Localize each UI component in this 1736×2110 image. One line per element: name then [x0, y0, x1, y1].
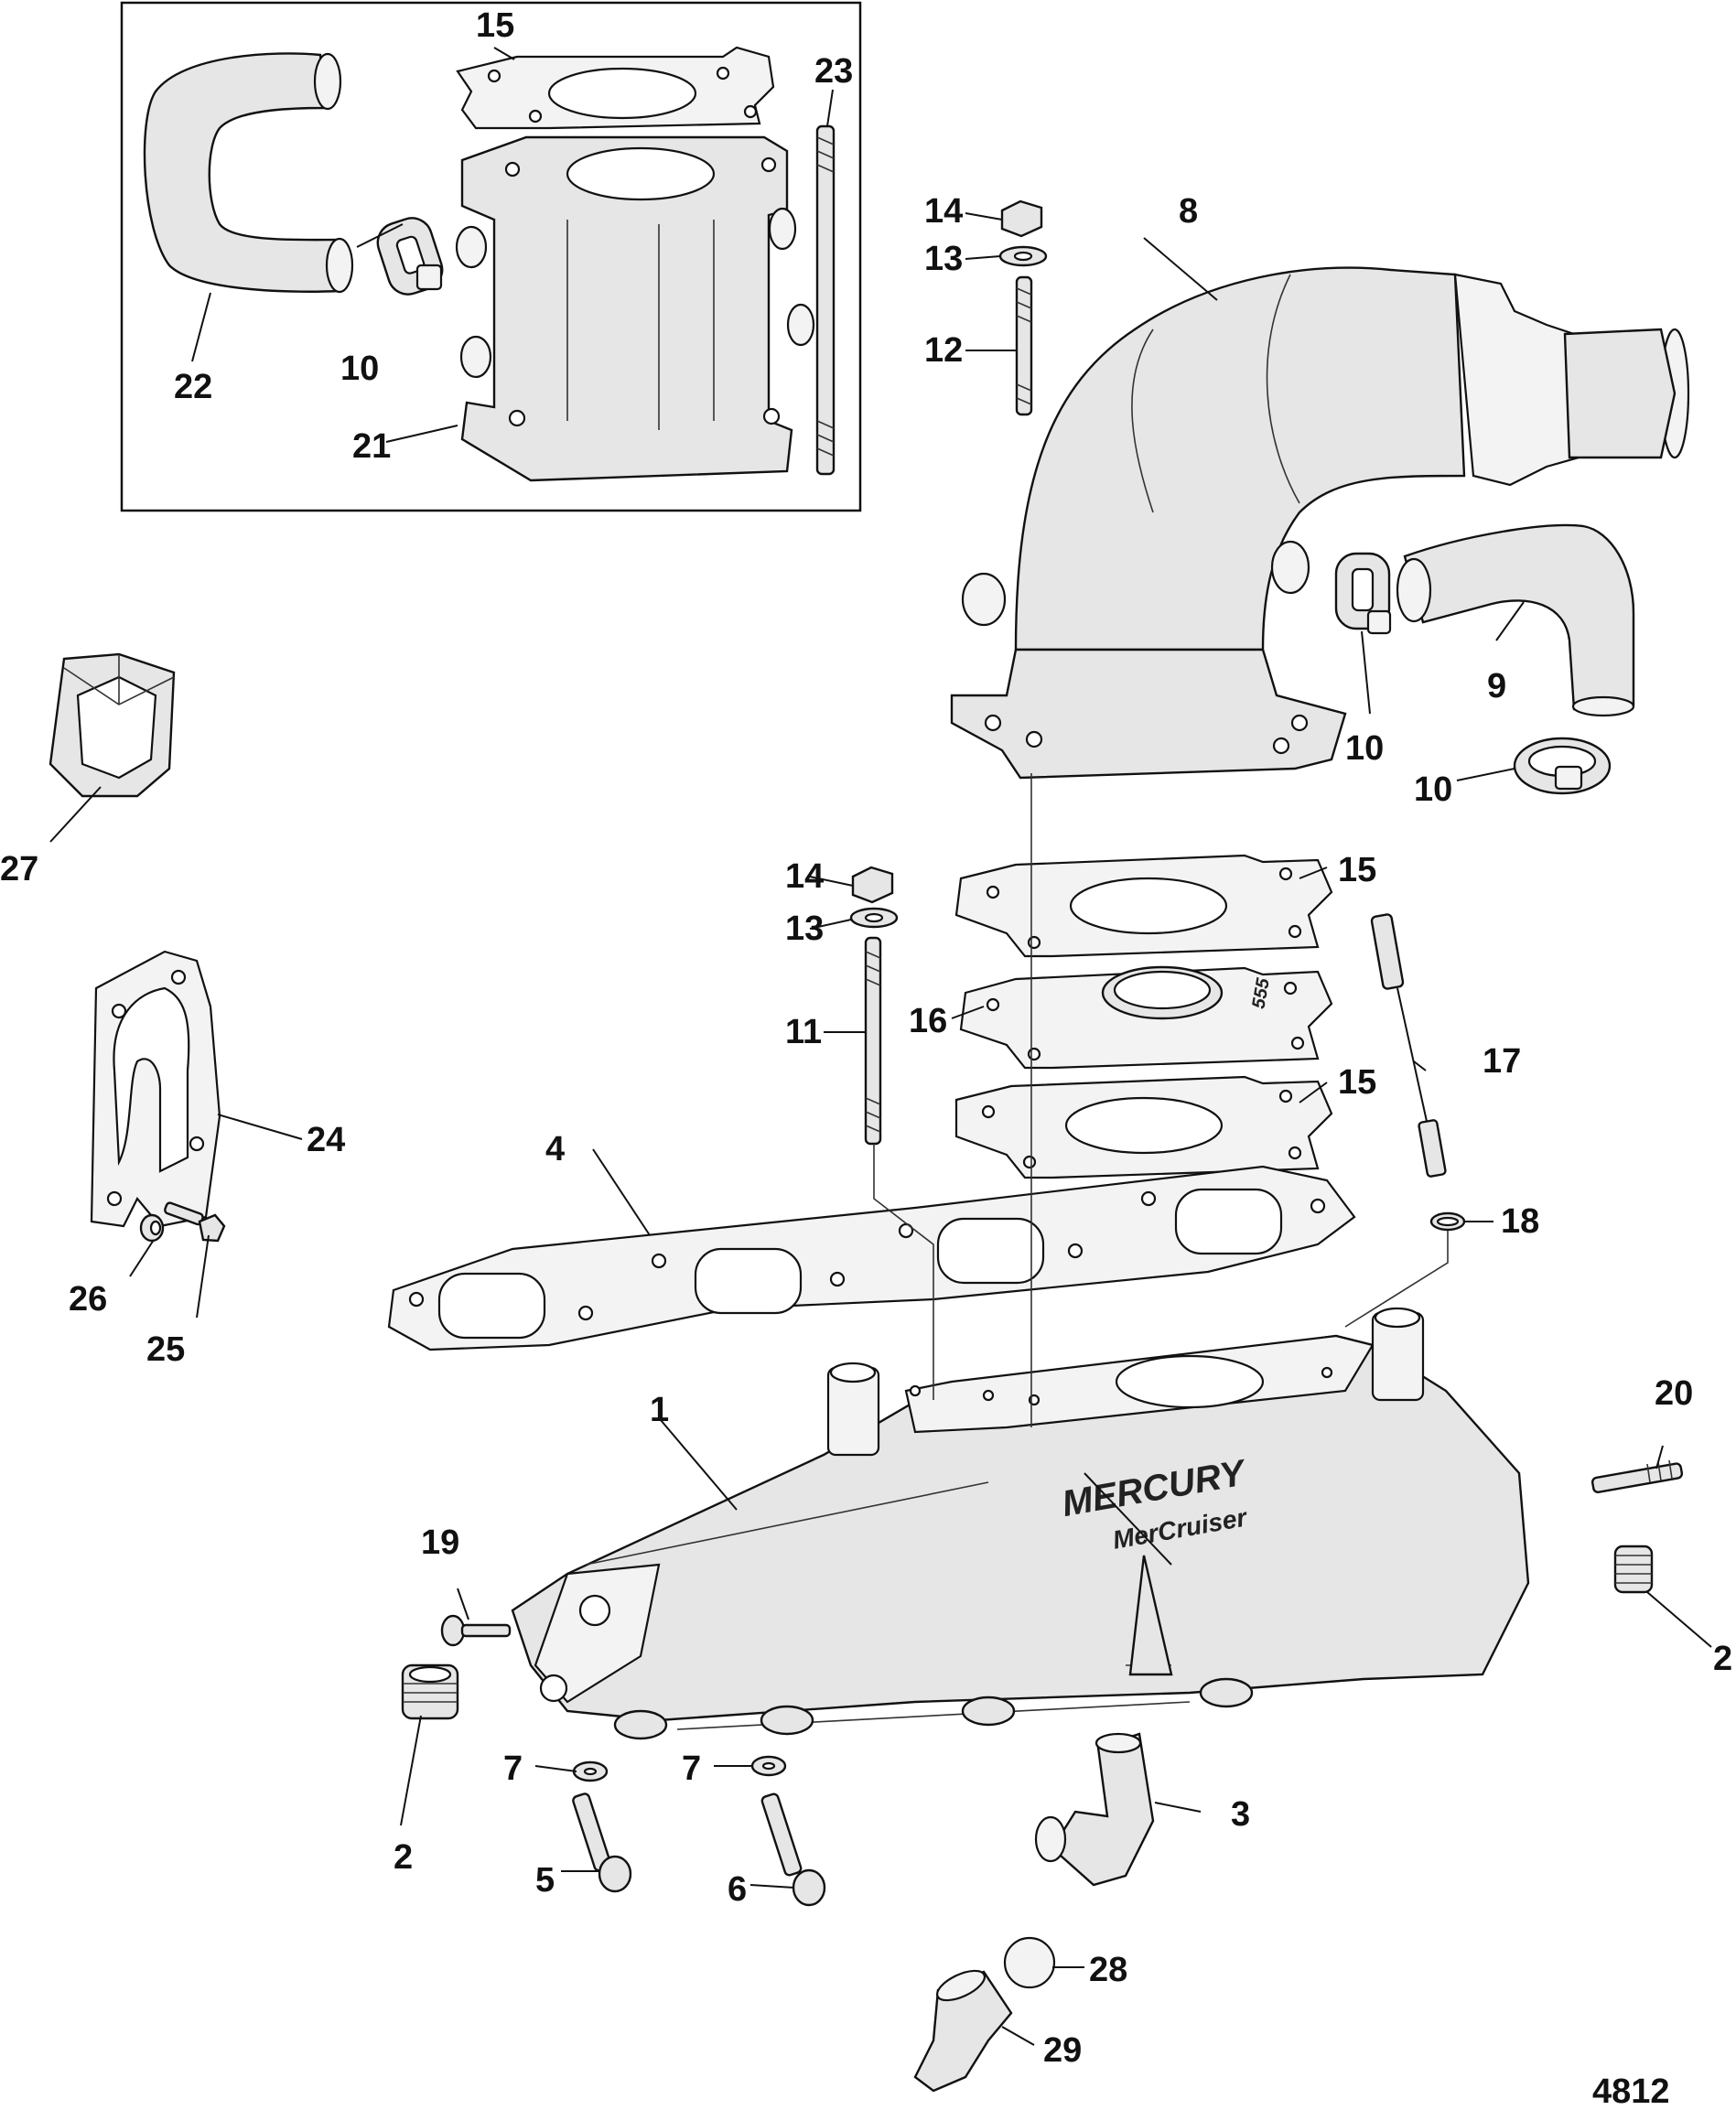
- part-21-riser-block: [455, 135, 815, 482]
- callout-26: 26: [69, 1280, 107, 1319]
- part-15-gasket-lower: [954, 1075, 1333, 1179]
- callout-19: 19: [421, 1523, 459, 1562]
- part-23-stud: [815, 124, 836, 476]
- part-14-nut-lower: [851, 866, 894, 904]
- part-22-hose: [143, 52, 342, 293]
- part-2-plug-left: [401, 1663, 459, 1720]
- callout-15: 15: [1338, 851, 1376, 889]
- callout-14: 14: [785, 857, 824, 896]
- part-29-fitting: [913, 1969, 1013, 2093]
- part-11-stud-lower: [864, 936, 882, 1146]
- callout-16: 16: [909, 1002, 947, 1040]
- callout-18: 18: [1501, 1202, 1539, 1241]
- callout-25: 25: [146, 1330, 185, 1369]
- alignment-lines: [873, 773, 1449, 1427]
- part-10-clamp-elbow: [1334, 552, 1392, 635]
- callout-21: 21: [352, 427, 391, 466]
- callout-14: 14: [924, 192, 963, 231]
- callout-10: 10: [1345, 729, 1384, 768]
- callout-9: 9: [1487, 667, 1506, 705]
- callout-5: 5: [535, 1861, 555, 1900]
- leader-lines: [49, 47, 1712, 2046]
- callout-22: 22: [174, 368, 212, 406]
- part-4-manifold-gasket: [387, 1165, 1356, 1351]
- inset-box: [120, 1, 862, 512]
- callout-10: 10: [340, 350, 379, 388]
- callout-10: 10: [1414, 770, 1452, 809]
- callout-28: 28: [1089, 1951, 1127, 1989]
- part-19-bolt: [440, 1614, 512, 1647]
- callout-3: 3: [1231, 1795, 1250, 1834]
- part-1-exhaust-manifold: [511, 1307, 1530, 1740]
- part-6-screw: [760, 1792, 826, 1907]
- part-9-hose: [1403, 523, 1635, 711]
- part-15-gasket-upper: [954, 854, 1333, 958]
- callout-13: 13: [924, 240, 963, 278]
- part-14-nut-upper: [1000, 199, 1043, 238]
- callout-labels: 15 23 22 10 21 14 13 12 8 9 10 10 27 14 …: [0, 6, 1732, 2070]
- callout-4: 4: [545, 1130, 565, 1168]
- callout-13: 13: [785, 910, 824, 948]
- callout-11: 11: [785, 1013, 822, 1051]
- callout-15: 15: [1338, 1063, 1376, 1102]
- part-22-hose-end: [313, 52, 342, 111]
- part-2-plug-right: [1613, 1545, 1654, 1594]
- callout-20: 20: [1655, 1374, 1693, 1413]
- part-15-gasket-inset: [456, 46, 775, 130]
- callout-15: 15: [476, 6, 514, 45]
- callout-23: 23: [814, 52, 853, 91]
- part-5-screw: [572, 1792, 632, 1893]
- part-16-restrictor-gasket: 555: [959, 965, 1333, 1070]
- callout-29: 29: [1043, 2031, 1082, 2070]
- callout-8: 8: [1179, 192, 1198, 231]
- callout-7: 7: [682, 1749, 701, 1788]
- part-12-stud-upper: [1015, 275, 1033, 416]
- figure-number: 4812: [1592, 2072, 1670, 2110]
- part-17-temperature-sensor: [1370, 913, 1466, 1232]
- part-20-stud: [1590, 1462, 1684, 1493]
- callout-24: 24: [307, 1121, 345, 1159]
- part-25-bolt: [164, 1201, 226, 1243]
- callout-17: 17: [1483, 1042, 1521, 1081]
- part-10-clamp-loose: [1513, 737, 1612, 795]
- part-27-exhaust-flapper: [49, 652, 176, 798]
- part-3-elbow-fitting: [1034, 1732, 1155, 1887]
- callout-27: 27: [0, 850, 38, 888]
- callout-1: 1: [650, 1391, 669, 1429]
- part-22-hose-end: [325, 237, 354, 294]
- part-10-clamp-inset: [376, 217, 444, 296]
- callout-7: 7: [503, 1749, 523, 1788]
- callout-12: 12: [924, 331, 963, 370]
- callout-6: 6: [728, 1870, 747, 1909]
- part-28-check-ball: [1003, 1936, 1056, 1989]
- callout-2: 2: [1713, 1640, 1732, 1678]
- part-8-exhaust-elbow: [950, 266, 1690, 780]
- callout-2: 2: [394, 1838, 413, 1877]
- part-24-shutter-plate: [90, 950, 221, 1228]
